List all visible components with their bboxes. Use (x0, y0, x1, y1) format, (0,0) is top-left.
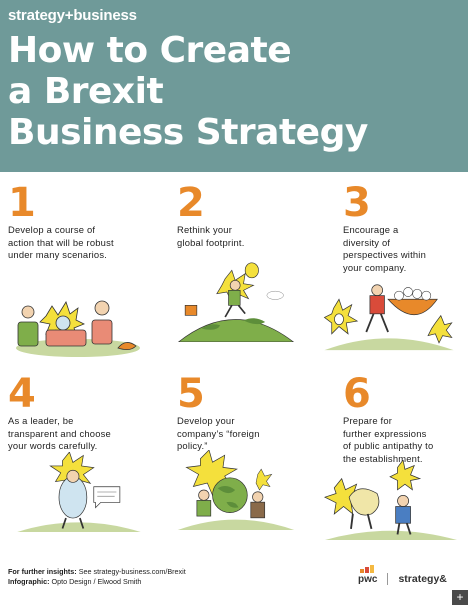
globe-traveler-illustration (177, 262, 295, 342)
tip-4: 4 As a leader, be transparent and choose… (8, 371, 148, 453)
title-line-2: a Brexit (8, 71, 164, 112)
tip-text-line: global footprint. (177, 236, 245, 248)
tip-text-line: policy.” (177, 440, 208, 452)
tip-number: 1 (8, 180, 36, 226)
tip-number: 5 (177, 371, 205, 417)
title-line-1: How to Create (8, 30, 292, 71)
tip-text-line: Rethink your (177, 224, 233, 235)
infographic-credit-line: Infographic: Opto Design / Elwood Smith (8, 577, 186, 587)
insights-link[interactable]: See strategy-business.com/Brexit (78, 567, 186, 576)
strategy-and-logo: strategy& (398, 573, 447, 585)
tip-text-line: your company. (343, 261, 407, 273)
tip-text-line: diversity of (343, 236, 391, 248)
tip-text-line: the establishment. (343, 452, 423, 464)
tip-number: 4 (8, 371, 36, 417)
tip-number: 3 (343, 180, 371, 226)
foreign-policy-illustration (177, 450, 295, 530)
tip-text-line: under many scenarios. (8, 249, 108, 261)
pwc-logo-text: pwc (358, 573, 378, 585)
tip-text-line: transparent and choose (8, 427, 111, 439)
tip-text-line: action that will be robust (8, 236, 114, 248)
tip-text-line: company’s “foreign (177, 427, 260, 439)
infographic-credit: Opto Design / Elwood Smith (51, 576, 142, 586)
pwc-logo: pwc (358, 564, 378, 585)
tip-text-line: Develop your (177, 415, 235, 426)
footer-credits: For further insights: See strategy-busin… (8, 567, 186, 586)
expand-button[interactable]: + (452, 590, 468, 605)
logo-divider (387, 573, 389, 585)
tip-text-line: perspectives within (343, 249, 427, 261)
header-banner: strategy+business How to Create a Brexit… (0, 0, 468, 172)
partner-logos: pwc strategy& (358, 564, 447, 585)
page-title: How to Create a Brexit Business Strategy (8, 30, 368, 153)
tip-1: 1 Develop a course of action that will b… (8, 180, 148, 262)
tip-text-line: As a leader, be (8, 415, 74, 426)
public-antipathy-illustration (323, 460, 458, 540)
title-line-3: Business Strategy (8, 112, 368, 153)
tip-text: Develop your company’s “foreign policy.” (177, 415, 317, 453)
tip-2: 2 Rethink your global footprint. (177, 180, 317, 249)
insights-label: For further insights: (8, 567, 77, 576)
tip-text: Encourage a diversity of perspectives wi… (343, 224, 468, 274)
tip-text-line: your words carefully. (8, 440, 98, 452)
tip-text-line: Prepare for (343, 415, 393, 426)
tip-text: Rethink your global footprint. (177, 224, 317, 249)
transparent-leader-illustration (17, 452, 141, 532)
tip-number: 6 (343, 371, 371, 417)
fortune-teller-illustration (16, 300, 140, 357)
tip-text: Develop a course of action that will be … (8, 224, 148, 262)
tip-text-line: Encourage a (343, 224, 399, 235)
pwc-mark-icon (360, 564, 374, 573)
tip-3: 3 Encourage a diversity of perspectives … (343, 180, 468, 274)
tip-5: 5 Develop your company’s “foreign policy… (177, 371, 317, 453)
tip-text: As a leader, be transparent and choose y… (8, 415, 148, 453)
tip-text-line: further expressions (343, 427, 427, 439)
brand-logo-text: strategy+business (8, 7, 137, 24)
tip-6: 6 Prepare for further expressions of pub… (343, 371, 468, 465)
basket-of-bulbs-illustration (323, 284, 454, 351)
tip-text-line: of public antipathy to (343, 440, 434, 452)
tip-number: 2 (177, 180, 205, 226)
tip-text: Prepare for further expressions of publi… (343, 415, 468, 465)
infographic-label: Infographic: (8, 576, 50, 586)
tip-text-line: Develop a course of (8, 224, 96, 235)
further-insights-line: For further insights: See strategy-busin… (8, 567, 186, 577)
